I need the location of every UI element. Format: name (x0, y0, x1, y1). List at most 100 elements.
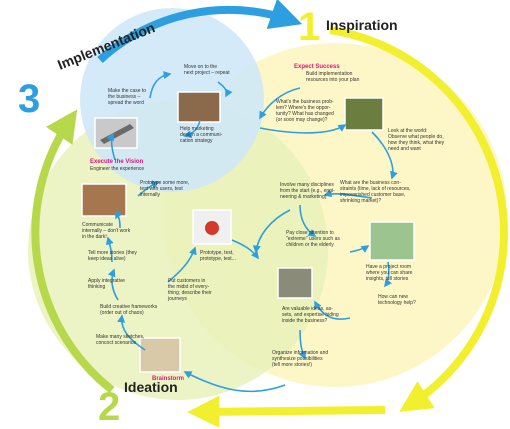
node-line: Communicate (82, 222, 113, 228)
node-line: synthesize possibilities (272, 356, 323, 362)
phase-label-ideation: Ideation (124, 379, 178, 395)
implementation-outer-arc (97, 0, 303, 63)
node-line: need and want (388, 146, 421, 152)
node-line: in the dark! (82, 234, 107, 240)
node-line: What are the business con- (340, 180, 401, 186)
node-line: impoverished customer base, (340, 192, 405, 198)
node-line: Build implementation (306, 71, 353, 77)
node-sketches: Make many sketches,concoct scenarios (96, 334, 144, 346)
node-line: (tell more stories!) (272, 362, 312, 368)
node-line: Have a project room (366, 264, 411, 270)
node-line: next project – repeat (184, 70, 230, 76)
node-line: inside the business? (282, 318, 328, 324)
node-line: resources into your plan (306, 77, 360, 83)
ideation-outer-arc (187, 395, 386, 428)
node-line: Are valuable ideas, as- (282, 306, 333, 312)
node-line: the midst of every- (168, 284, 209, 290)
subheading-engineer-experience: Engineer the experience (90, 166, 144, 172)
node-line: concoct scenarios (96, 340, 137, 346)
node-line: Prototype, test, (200, 250, 234, 256)
node-line: Observe what people do, (388, 134, 444, 140)
phase-number-implementation: 3 (18, 77, 40, 121)
phase-label-inspiration: Inspiration (326, 17, 398, 33)
node-line: thing; describe their (168, 290, 212, 296)
prototype-red-part-icon (205, 221, 219, 235)
node-line: Look at the world: (388, 128, 427, 134)
node-frameworks: Build creative frameworks(order out of c… (100, 304, 158, 316)
photo-brainstorm-sketches (139, 337, 181, 373)
phase-number-inspiration: 1 (298, 5, 320, 49)
node-line: (order out of chaos) (100, 310, 144, 316)
node-line: Organize information and (272, 350, 328, 356)
node-line: journeys (167, 296, 187, 302)
node-line: cation strategy (180, 138, 213, 144)
node-line: thinking (88, 284, 105, 290)
photo-project-room (369, 221, 415, 261)
node-line: Pay close attention to (286, 230, 334, 236)
node-constraints: What are the business con-straints (time… (340, 180, 411, 204)
node-prototype-test: Prototype, test,prototype, test... (200, 250, 236, 262)
node-line: Apply integrative (88, 278, 125, 284)
node-line: sets, and expertise hiding (282, 312, 339, 318)
node-business-problem: What's the business prob-lem? Where's th… (276, 99, 334, 123)
node-line: lem? Where's the oppor- (276, 105, 331, 111)
node-line: where you can share (366, 270, 413, 276)
node-line: internally (140, 192, 161, 198)
node-line: neering & marketing) (280, 194, 327, 200)
node-line: Make many sketches, (96, 334, 144, 340)
node-line: Help marketing (180, 126, 214, 132)
heading-brainstorm: Brainstorm (152, 376, 184, 382)
node-line: straints (time, lack of resources, (340, 186, 411, 192)
inspiration-outer-arc (329, 26, 508, 412)
node-line: Build creative frameworks (100, 304, 158, 310)
node-line: tunity? What has changed (276, 111, 334, 117)
node-line: How can new (378, 294, 408, 300)
node-line: Involve many disciplines (280, 182, 334, 188)
node-line: insights, tell stories (366, 276, 409, 282)
ideation-left-arc (31, 109, 115, 394)
node-prototype-more: Prototype some more,test with users, tes… (140, 180, 189, 198)
node-line: from the start (e.g., engi- (280, 188, 335, 194)
photo-team-workshop (81, 183, 127, 217)
flow-arrows (105, 71, 398, 393)
heading-execute-vision: Execute the Vision (90, 159, 144, 165)
node-line: Put customers in (168, 278, 205, 284)
node-line: Tell more stories (they (88, 250, 137, 256)
node-line: spread the word (108, 100, 144, 106)
node-line: Make the case to (108, 88, 146, 94)
node-line: the business – (108, 94, 140, 100)
node-line: how they think, what they (388, 140, 445, 146)
node-line: test with users, test (140, 186, 183, 192)
heading-expect-success: Expect Success (294, 64, 340, 70)
node-line: What's the business prob- (276, 99, 334, 105)
node-line: design a communi- (180, 132, 223, 138)
node-line: children or the elderly (286, 242, 334, 248)
node-line: "extreme" users such as (286, 236, 340, 242)
photo-field-observation (344, 97, 384, 131)
node-line: keep ideas alive) (88, 256, 126, 262)
node-line: Move on to the (184, 64, 217, 70)
phase-number-ideation: 2 (98, 385, 120, 429)
node-line: shrinking market)? (340, 198, 381, 204)
node-line: technology help? (378, 300, 416, 306)
node-valuable-ideas: Are valuable ideas, as-sets, and experti… (282, 306, 339, 324)
node-line: (or soon may change)? (276, 117, 328, 123)
ideation-region (28, 100, 328, 400)
node-line: prototype, test... (200, 256, 236, 262)
node-look-world: Look at the world:Observe what people do… (388, 128, 445, 152)
node-line: Prototype some more, (140, 180, 189, 186)
